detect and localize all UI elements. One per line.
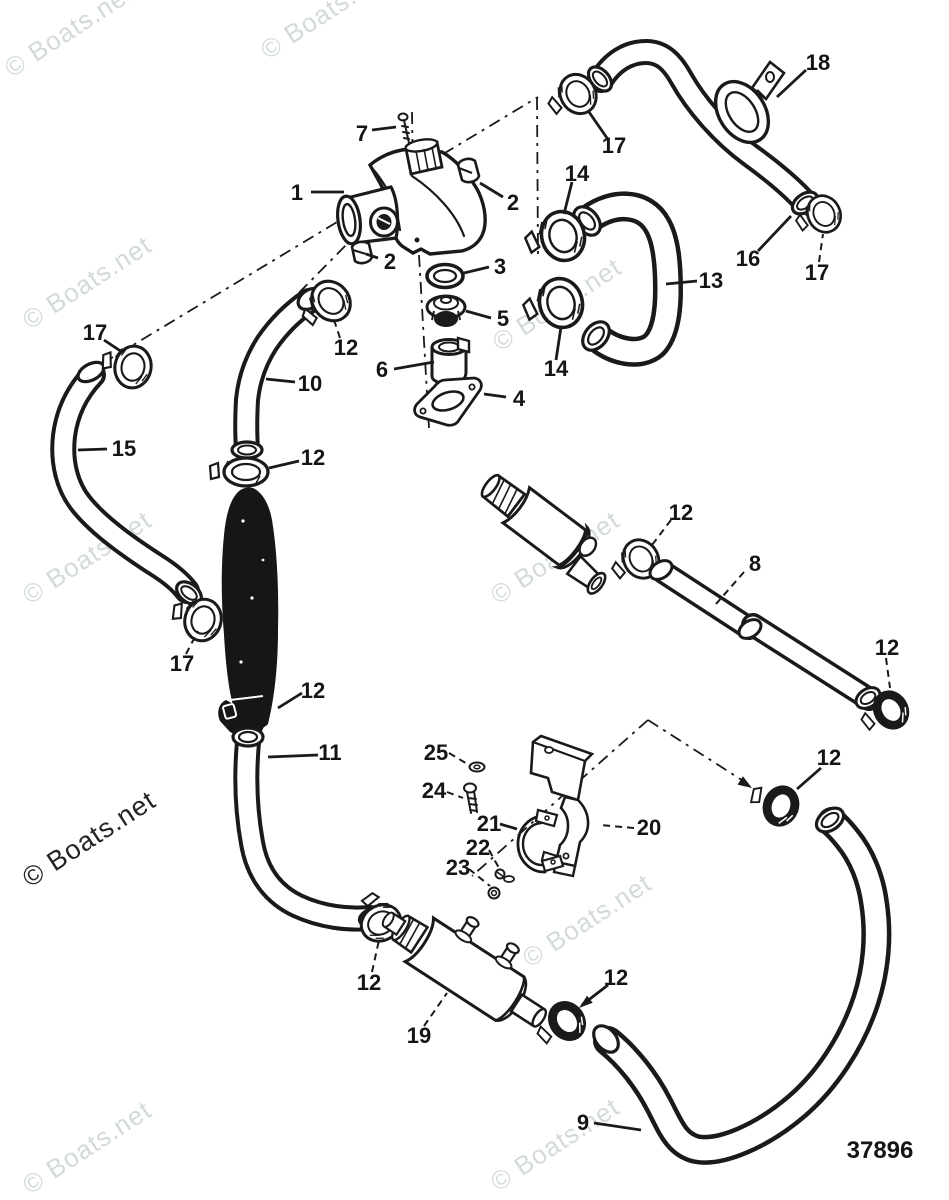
callout-12: 12 [604,965,628,990]
screw-7 [397,112,410,144]
callout-3: 3 [494,254,506,279]
hose-clamp-17 [165,590,228,647]
watermark: © Boats.net [517,868,657,973]
callout-9: 9 [577,1110,589,1135]
watermark: © Boats.net [255,0,395,65]
hose-clamp-12 [208,456,270,488]
callout-4: 4 [513,386,526,411]
callout-13: 13 [699,268,723,293]
callout-12: 12 [334,335,358,360]
hose-9 [592,806,892,1165]
callout-2: 2 [507,190,519,215]
hose-13 [572,191,683,367]
nut-23 [487,886,501,900]
callout-23: 23 [446,855,470,880]
callout-14: 14 [565,161,590,186]
hose-8 [648,559,882,711]
callout-5: 5 [497,306,509,331]
cooler-19 [381,911,548,1028]
callout-17: 17 [170,651,194,676]
drawing-number: 37896 [847,1137,914,1164]
hose-16 [586,39,820,216]
callout-12: 12 [301,678,325,703]
callout-10: 10 [298,371,322,396]
callout-21: 21 [477,811,501,836]
callout-16: 16 [736,246,760,271]
callout-15: 15 [112,436,136,461]
plug-2-upper [456,157,481,184]
callout-18: 18 [806,50,830,75]
callout-12: 12 [817,745,841,770]
housing-front-port [369,206,399,238]
housing-top-outlet [404,138,444,176]
watermark: © Boats.net [485,1092,625,1197]
watermark-dark: © Boats.net [17,785,161,893]
water-fitting [480,473,607,595]
watermark: © Boats.net [17,1095,157,1200]
hose-clamp-17 [96,339,156,393]
callout-12: 12 [875,635,899,660]
clamp-half-21 [516,808,565,874]
bolt-24 [463,782,478,814]
callout-12: 12 [301,445,325,470]
hose-clamp-12 [743,774,807,833]
callout-12: 12 [669,500,693,525]
hose-10 [230,286,324,462]
cooler-fitting [454,916,480,944]
callout-17: 17 [805,260,829,285]
callout-22: 22 [466,835,490,860]
callout-1: 1 [291,180,303,205]
black-molded-hose [218,487,279,736]
screw-22 [494,868,515,883]
callout-6: 6 [376,357,388,382]
cooler-fitting [494,942,520,970]
callout-14: 14 [544,356,569,381]
callout-20: 20 [637,815,661,840]
hose-11 [231,726,387,932]
p-clamp-18 [713,60,786,145]
thermostat-housing [336,112,487,256]
leader-lines [77,68,891,1132]
callout-8: 8 [749,551,761,576]
callout-7: 7 [356,121,368,146]
bracket-20 [529,734,595,878]
watermark: © Boats.net [0,0,139,83]
sleeve-6 [430,336,471,386]
callout-17: 17 [83,320,107,345]
gasket-4 [413,376,483,427]
thermostat-5 [425,294,467,327]
o-ring-3 [425,262,465,290]
callout-25: 25 [424,740,448,765]
callout-24: 24 [422,778,447,803]
callout-12: 12 [357,970,381,995]
callout-2: 2 [384,249,396,274]
washer-25 [468,761,486,773]
callout-11: 11 [318,740,341,765]
plug-2-lower [350,240,374,265]
callout-17: 17 [602,133,626,158]
callout-19: 19 [407,1023,431,1048]
